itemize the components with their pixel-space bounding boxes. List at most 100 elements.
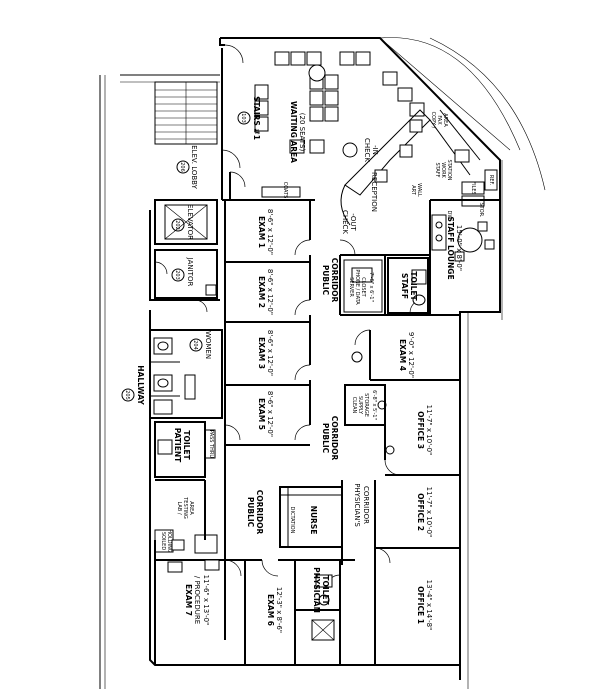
janitor-label: JANITOR bbox=[186, 257, 194, 287]
door-swings bbox=[194, 44, 425, 590]
exam7-procedure: / PROCEDURE bbox=[193, 576, 201, 624]
art-wall-line2: WALL bbox=[416, 183, 422, 197]
office1-label: OFFICE 1 bbox=[416, 586, 425, 624]
exam3-size: 8'-6" x 12'-0" bbox=[266, 330, 274, 376]
nurse-label: NURSE bbox=[309, 506, 318, 535]
exam1-size: 8'-6" x 12'-0" bbox=[266, 209, 274, 255]
exam7-label: EXAM 7 bbox=[184, 584, 193, 616]
public-corridor-c-line2: CORRIDOR bbox=[255, 490, 264, 535]
server-closet-line2: PHONE / DATA bbox=[354, 269, 360, 305]
staff-lounge-label: STAFF LOUNGE bbox=[446, 216, 455, 279]
exam2-size: 8'-6" x 12'-0" bbox=[266, 269, 274, 315]
staff-work-line1: STAFF bbox=[434, 162, 440, 177]
public-corridor-a-line1: PUBLIC bbox=[321, 265, 330, 296]
exam7-size: 11'-6" x 13'-0" bbox=[202, 575, 210, 626]
check-out-line2: -OUT bbox=[349, 213, 357, 231]
women-label: WOMEN bbox=[204, 331, 212, 359]
exam2-label: EXAM 2 bbox=[257, 276, 266, 308]
waiting-area-seats: (20 SEATS) bbox=[298, 113, 306, 152]
server-closet-line1: SERVER bbox=[348, 277, 354, 297]
elevator-label: ELEVATOR bbox=[186, 204, 194, 240]
coats-tag: COATS bbox=[282, 182, 288, 199]
stor-tag: STOR. bbox=[478, 202, 484, 217]
stairs-tag-circle bbox=[237, 111, 251, 125]
elev-lobby-tag-circle bbox=[176, 160, 190, 174]
left-core bbox=[99, 74, 223, 689]
staff-toilet-line2: TOILET bbox=[409, 271, 418, 301]
janitor-tag: 203 bbox=[174, 270, 180, 280]
women-tag-circle bbox=[189, 338, 203, 352]
check-in-line2: -IN bbox=[371, 145, 379, 155]
exam5-label: EXAM 5 bbox=[257, 398, 266, 430]
patient-toilet-line2: TOILET bbox=[182, 430, 191, 460]
staff-lounge-furniture bbox=[431, 214, 495, 262]
staff-toilet-line1: STAFF bbox=[400, 273, 409, 299]
staff-lounge-size: 15'-0" x 8'-0" bbox=[455, 225, 463, 271]
office1-size: 13'-4" x 14'-8" bbox=[425, 580, 433, 631]
public-corridor-b-line1: PUBLIC bbox=[321, 423, 330, 454]
exam6-size: 12'-3" x 8'-6" bbox=[275, 587, 283, 633]
server-closet-line3: CLOSET bbox=[360, 277, 366, 297]
elevator-tag-circle bbox=[171, 218, 185, 232]
exam1-label: EXAM 1 bbox=[257, 216, 266, 248]
women-tag: 204 bbox=[192, 340, 198, 350]
copy-fax-line3: AREA bbox=[442, 113, 448, 127]
dictation-label: DICTATION bbox=[289, 507, 295, 534]
lab-line1: LAB / bbox=[176, 501, 182, 514]
office2-size: 11'-7" x 10'-0" bbox=[425, 487, 433, 538]
clean-supply-size: 6'-8" x 5'-1" bbox=[371, 390, 377, 420]
office3-label: OFFICE 3 bbox=[416, 411, 425, 449]
public-corridor-c-line1: PUBLIC bbox=[246, 497, 255, 528]
files-tag: FILES bbox=[470, 181, 476, 194]
office2-label: OFFICE 2 bbox=[416, 493, 425, 531]
interior-walls bbox=[154, 172, 500, 665]
exam4-label: EXAM 4 bbox=[398, 339, 407, 371]
lab-line3: AREA bbox=[188, 501, 194, 515]
exam3-label: EXAM 3 bbox=[257, 337, 266, 369]
staff-work-line3: STATION bbox=[446, 159, 452, 180]
hallway-label: HALLWAY bbox=[136, 365, 145, 405]
clean-supply-line1: CLEAN bbox=[351, 397, 357, 414]
check-in-line1: CHECK bbox=[363, 138, 371, 162]
elev-lobby-label: ELEV. LOBBY bbox=[190, 145, 198, 189]
physicians-corridor-line2: CORRIDOR bbox=[362, 486, 370, 524]
office3-size: 11'-7" x 10'-0" bbox=[425, 405, 433, 456]
check-out-line1: CHECK bbox=[341, 210, 349, 234]
elev-lobby-tag: 206 bbox=[179, 162, 185, 172]
stair-treads bbox=[155, 82, 217, 144]
physician-toilet-line1: PHYSICIAN bbox=[312, 567, 321, 613]
reception-label: RECEPTION bbox=[370, 172, 378, 212]
physician-toilet-line2: TOILET bbox=[321, 575, 330, 605]
exam6-label: EXAM 6 bbox=[266, 594, 275, 626]
waiting-area-label: WAITING AREA bbox=[289, 101, 298, 163]
janitor-tag-circle bbox=[171, 268, 185, 282]
lab-line2: TESTING bbox=[182, 496, 188, 519]
copy-fax-line1: COPY / bbox=[430, 112, 436, 129]
dw-tag: DW bbox=[446, 211, 452, 220]
patient-toilet-line1: PATIENT bbox=[173, 428, 182, 463]
public-corridor-b-line2: CORRIDOR bbox=[330, 416, 339, 461]
staff-work-line2: WORK bbox=[440, 162, 446, 178]
physicians-corridor-line1: PHYSICIAN'S bbox=[353, 483, 361, 527]
reception-desk bbox=[340, 109, 498, 226]
exterior-walls bbox=[149, 37, 546, 689]
room-labels: WAITING AREA (20 SEATS) 103 STAIRS #1 20… bbox=[121, 96, 494, 633]
art-wall-line1: ART bbox=[410, 185, 416, 196]
exam5-size: 8'-6" x 12'-0" bbox=[266, 391, 274, 437]
soiled-line2: HOLDING bbox=[166, 529, 172, 553]
copy-fax-line2: FAX bbox=[436, 115, 442, 125]
hallway-tag: 205 bbox=[124, 390, 130, 400]
fixtures bbox=[157, 186, 427, 641]
pass-thru-tag: PASS THRU bbox=[208, 430, 214, 458]
exam4-size: 9'-0" x 12'-0" bbox=[407, 332, 415, 378]
stairs-tag: 103 bbox=[240, 113, 246, 123]
waiting-chairs bbox=[254, 51, 425, 158]
soiled-line1: SOILED bbox=[160, 532, 166, 551]
hallway-tag-circle bbox=[121, 388, 135, 402]
ref-tag: REF. bbox=[488, 175, 494, 186]
public-corridor-a-line2: CORRIDOR bbox=[330, 258, 339, 303]
server-closet-size: 7'-6" x 6'-1" bbox=[368, 272, 374, 302]
stairs-label: STAIRS #1 bbox=[252, 96, 261, 140]
